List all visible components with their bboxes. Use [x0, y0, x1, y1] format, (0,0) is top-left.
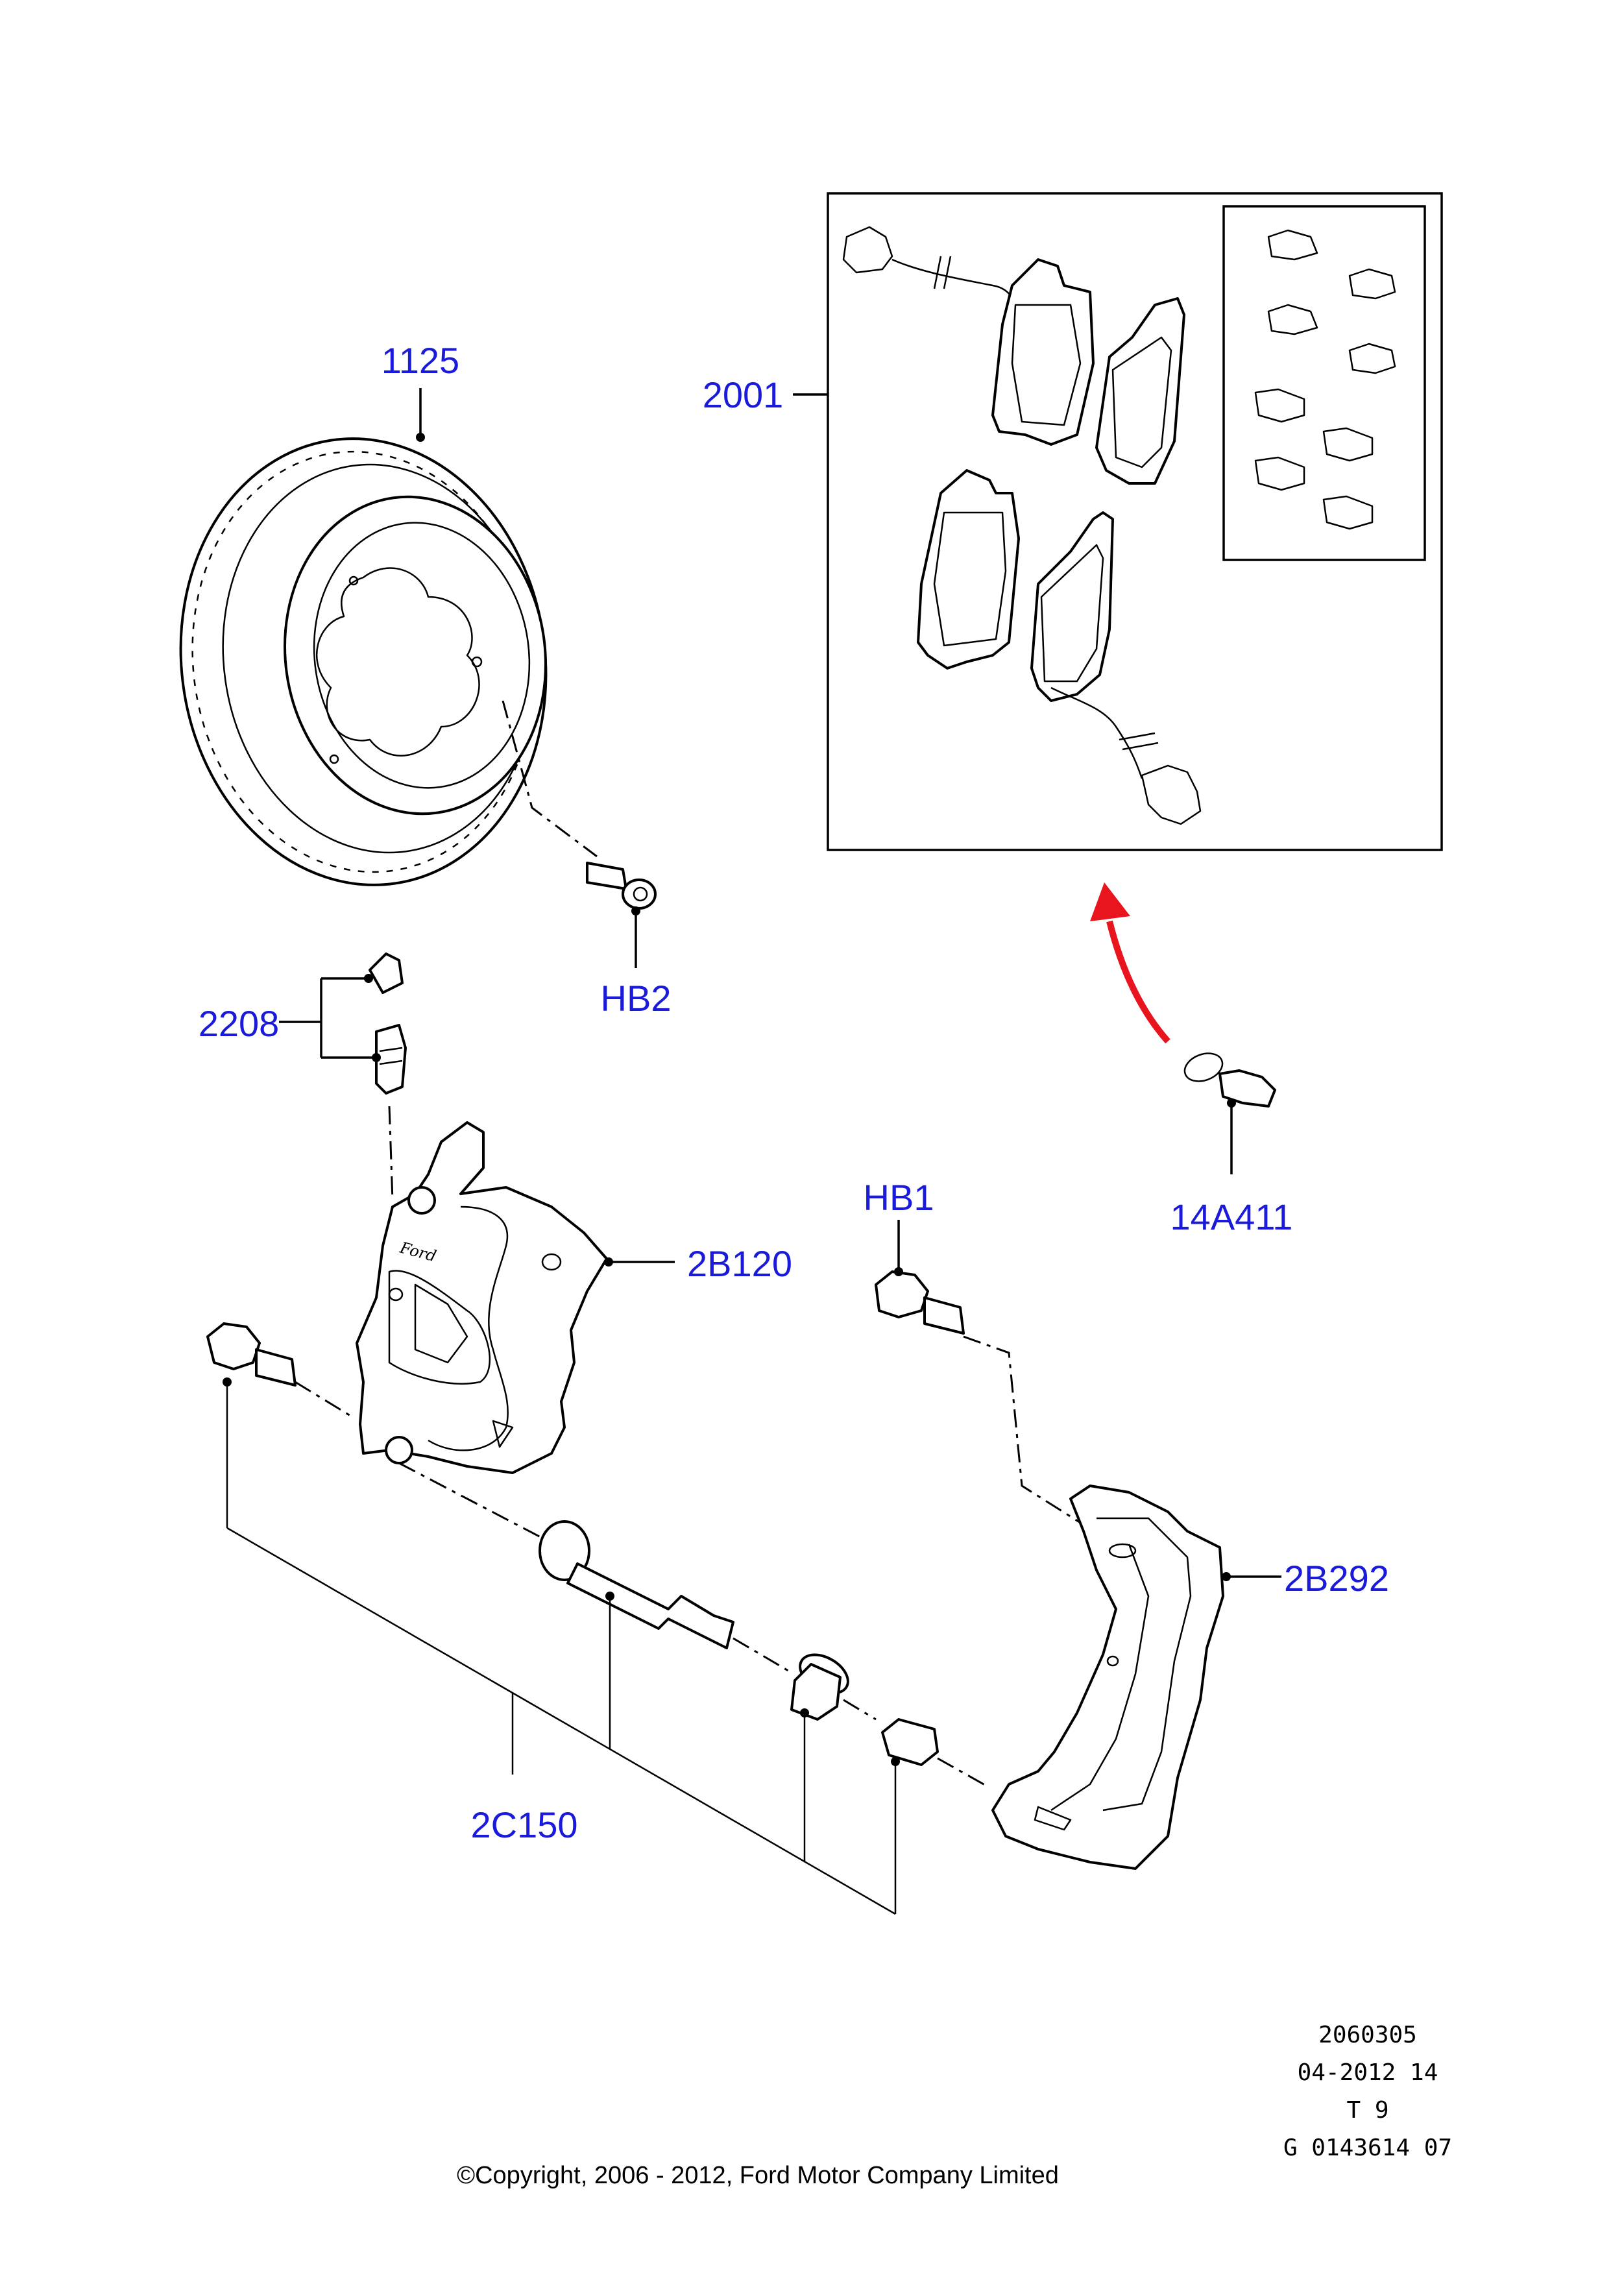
leader-2b292	[1222, 1572, 1281, 1581]
assembly-line-carrier-bolt	[963, 1335, 1084, 1526]
brake-pads-outer	[917, 469, 1202, 825]
wear-sensor	[1183, 1052, 1276, 1108]
leader-2c150	[223, 1377, 900, 1915]
red-reference-arrow	[1090, 882, 1170, 1044]
assembly-line-bleed-screw	[388, 1106, 394, 1201]
caliper-guide-bolt	[206, 1322, 297, 1387]
assembly-line-disc-bolt	[502, 700, 598, 858]
assembly-line-caliper-pin	[398, 1462, 542, 1539]
callout-2001[interactable]: 2001	[703, 374, 784, 415]
callout-2b292[interactable]: 2B292	[1284, 1558, 1389, 1599]
pad-retaining-clips	[1254, 229, 1396, 530]
leader-1125	[416, 388, 425, 442]
guide-bushing	[790, 1653, 849, 1721]
callout-14a411[interactable]: 14A411	[1170, 1196, 1293, 1237]
callout-hb2[interactable]: HB2	[601, 978, 672, 1019]
leader-2208	[279, 974, 381, 1062]
assembly-line-guide-bolt	[295, 1381, 354, 1419]
ref-line-1: 2060305	[1318, 2022, 1417, 2048]
carrier-bolt	[875, 1270, 965, 1335]
callout-2c150[interactable]: 2C150	[470, 1804, 577, 1845]
ref-line-2: 04-2012 14	[1298, 2059, 1438, 2086]
guide-pin	[539, 1520, 734, 1649]
assembly-line-dust-cap	[937, 1757, 990, 1789]
assembly-line-bushing	[843, 1699, 877, 1721]
leader-2b120	[604, 1257, 675, 1267]
brake-disc	[179, 437, 548, 886]
copyright-notice: ©Copyright, 2006 - 2012, Ford Motor Comp…	[457, 2162, 1059, 2189]
callout-2208[interactable]: 2208	[199, 1003, 280, 1044]
callout-hb1[interactable]: HB1	[864, 1177, 934, 1218]
disc-retaining-bolt	[586, 862, 657, 910]
reference-code-block: 2060305 04-2012 14 T 9 G 0143614 07	[1283, 2022, 1452, 2161]
callout-1125[interactable]: 1125	[382, 340, 459, 381]
ref-line-3: T 9	[1346, 2097, 1388, 2124]
assembly-line-guide-pin	[733, 1637, 789, 1672]
callout-2b120[interactable]: 2B120	[687, 1243, 792, 1284]
ref-line-4: G 0143614 07	[1283, 2135, 1452, 2161]
leader-hb2	[631, 906, 640, 968]
bleed-screw-assembly	[369, 952, 407, 1095]
brake-pads-inner	[842, 226, 1185, 485]
brake-pad-kit-frame	[827, 192, 1443, 851]
dust-cap	[881, 1718, 939, 1766]
brake-caliper: Ford	[356, 1121, 608, 1474]
caliper-carrier	[991, 1485, 1224, 1870]
leader-hb1	[894, 1220, 903, 1276]
leader-14a411	[1227, 1098, 1236, 1174]
